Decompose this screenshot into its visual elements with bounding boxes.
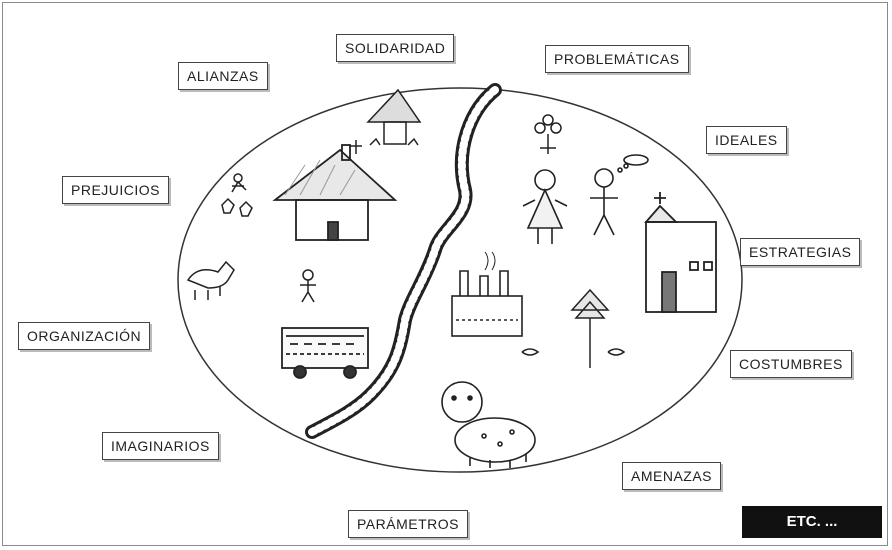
label-amenazas: AMENAZAS (622, 462, 722, 490)
label-alianzas: ALIANZAS (178, 62, 268, 90)
territory-ellipse (177, 87, 743, 473)
bus-icon (281, 327, 369, 379)
river-icon (305, 83, 502, 439)
man-figure-icon (590, 154, 649, 236)
animal-icon (186, 260, 235, 300)
woman-figure-icon (522, 169, 568, 244)
label-ideales: IDEALES (706, 126, 787, 154)
label-prejuicios: PREJUICIOS (62, 176, 170, 204)
factory-icon (451, 251, 523, 337)
label-estrategias: ESTRATEGIAS (740, 238, 861, 266)
label-costumbres: COSTUMBRES (730, 350, 852, 378)
label-imaginarios: IMAGINARIOS (102, 432, 219, 460)
house-icon (272, 144, 398, 241)
church-icon (644, 192, 717, 313)
small-house-icon (350, 88, 422, 154)
flower-figure-icon (534, 114, 562, 154)
label-organizacion: ORGANIZACIÓN (18, 322, 151, 350)
people-icon (221, 173, 253, 217)
stick-figure-icon (300, 269, 316, 303)
label-etc: ETC. ... (742, 506, 882, 538)
label-parametros: PARÁMETROS (348, 510, 468, 538)
tree-icon (521, 288, 626, 368)
label-problematicas: PROBLEMÁTICAS (545, 45, 689, 73)
pig-icon (441, 381, 536, 468)
label-solidaridad: SOLIDARIDAD (336, 34, 455, 62)
